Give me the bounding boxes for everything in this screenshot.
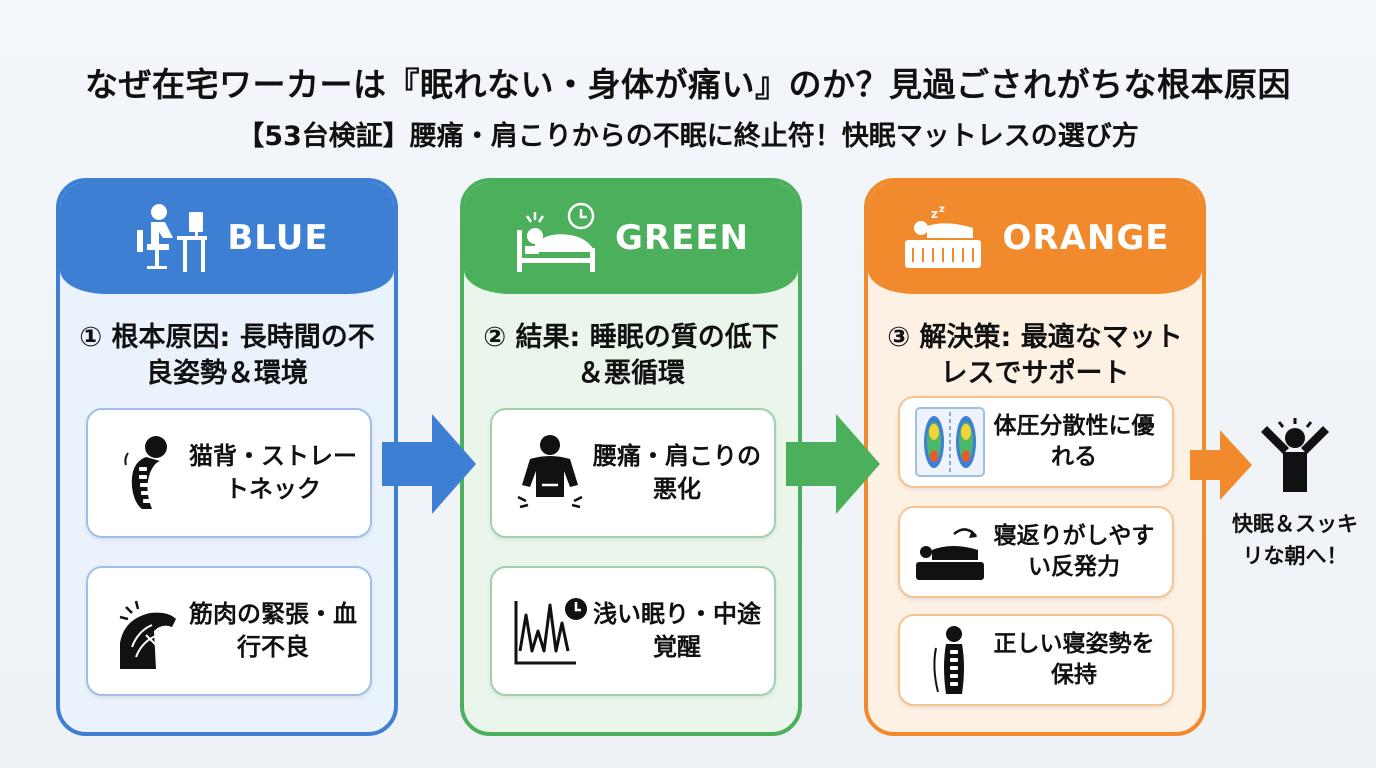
card-rolling-text: 寝返りがしやすい反発力 <box>993 523 1155 580</box>
shoulder-muscle-icon <box>119 600 176 669</box>
sleep-graph-clock-icon <box>514 598 587 665</box>
svg-text:z: z <box>939 204 945 215</box>
card-alignment: 正しい寝姿勢を保持 <box>898 614 1174 706</box>
card-muscle: 筋肉の緊張・血行不良 <box>86 566 372 696</box>
card-rolling: 寝返りがしやすい反発力 <box>898 506 1174 598</box>
card-alignment-text: 正しい寝姿勢を保持 <box>993 631 1155 688</box>
arrow-blue-to-green <box>382 414 476 514</box>
card-pressure-text: 体圧分散性に優れる <box>993 413 1155 470</box>
card-muscle-text: 筋肉の緊張・血行不良 <box>189 600 357 661</box>
pressure-map-icon <box>915 407 985 477</box>
sleeping-mattress-icon: z z <box>904 204 981 268</box>
panel-blue-heading: ① 根本原因: 長時間の不良姿勢＆環境 <box>79 322 375 389</box>
panel-green-heading: ② 結果: 睡眠の質の低下＆悪循環 <box>483 322 779 389</box>
back-pain-icon <box>517 435 583 509</box>
panel-green: GREEN ② 結果: 睡眠の質の低下＆悪循環 腰痛・肩こりの悪化 浅い眠り・ <box>460 178 802 736</box>
result-text: 快眠＆スッキリな朝へ！ <box>1232 512 1358 568</box>
result-block: 快眠＆スッキリな朝へ！ <box>1230 416 1360 572</box>
card-pain: 腰痛・肩こりの悪化 <box>490 408 776 538</box>
rolling-over-icon <box>916 528 984 580</box>
panel-green-header: GREEN <box>464 182 798 294</box>
correct-posture-icon <box>933 626 964 694</box>
panel-orange: z z ORANGE ③ 解決策: 最適なマットレスでサポート 体圧分散性に優れ… <box>864 178 1206 736</box>
panel-blue: BLUE ① 根本原因: 長時間の不良姿勢＆環境 猫背・ストレートネック <box>56 178 398 736</box>
card-posture: 猫背・ストレートネック <box>86 408 372 538</box>
arrow-orange-to-result <box>1190 430 1252 500</box>
panel-orange-heading: ③ 解決策: 最適なマットレスでサポート <box>887 322 1183 389</box>
page-title: なぜ在宅ワーカーは『眠れない・身体が痛い』のか？見過ごされがちな根本原因 <box>85 65 1291 104</box>
panel-green-label: GREEN <box>615 218 749 258</box>
desk-worker-icon <box>137 204 208 272</box>
card-sleep: 浅い眠り・中途覚醒 <box>490 566 776 696</box>
sleepless-bed-clock-icon <box>517 202 595 272</box>
page-subtitle: 【53台検証】腰痛・肩こりからの不眠に終止符！快眠マットレスの選び方 <box>237 121 1139 152</box>
card-sleep-text: 浅い眠り・中途覚醒 <box>593 600 761 661</box>
panel-blue-header: BLUE <box>60 182 394 294</box>
spine-icon <box>124 436 167 509</box>
panel-orange-label: ORANGE <box>1002 218 1170 258</box>
arrow-green-to-orange <box>786 414 880 514</box>
panel-orange-header: z z ORANGE <box>868 182 1202 294</box>
happy-person-icon <box>1261 418 1329 492</box>
card-pressure: 体圧分散性に優れる <box>898 396 1174 488</box>
card-posture-text: 猫背・ストレートネック <box>189 442 357 503</box>
card-pain-text: 腰痛・肩こりの悪化 <box>593 442 761 503</box>
panel-blue-label: BLUE <box>227 218 329 258</box>
svg-text:z: z <box>931 207 938 221</box>
